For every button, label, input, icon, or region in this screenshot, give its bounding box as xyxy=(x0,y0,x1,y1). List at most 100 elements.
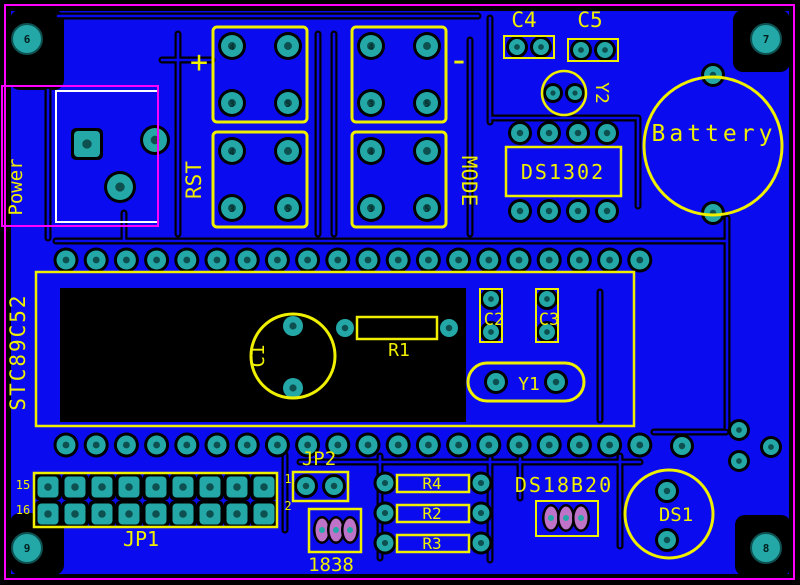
round-pad[interactable] xyxy=(437,316,461,340)
button-minus-outline[interactable] xyxy=(350,25,448,124)
square-pad[interactable] xyxy=(196,473,224,501)
round-pad[interactable] xyxy=(530,36,552,58)
round-pad[interactable] xyxy=(595,121,619,145)
round-pad[interactable] xyxy=(174,247,200,273)
round-pad[interactable] xyxy=(446,247,472,273)
round-pad[interactable] xyxy=(174,432,200,458)
round-pad[interactable] xyxy=(469,471,493,495)
round-pad[interactable] xyxy=(295,247,321,273)
round-pad[interactable] xyxy=(218,32,246,60)
round-pad[interactable] xyxy=(274,89,302,117)
round-pad[interactable] xyxy=(322,474,346,498)
round-pad[interactable] xyxy=(536,321,558,343)
round-pad[interactable] xyxy=(597,432,623,458)
round-pad[interactable] xyxy=(53,247,79,273)
round-pad[interactable] xyxy=(294,474,318,498)
round-pad[interactable] xyxy=(274,32,302,60)
round-pad[interactable] xyxy=(204,432,230,458)
round-pad[interactable] xyxy=(144,247,170,273)
mounting-hole-7[interactable]: 7 xyxy=(750,23,782,55)
round-pad[interactable] xyxy=(537,121,561,145)
square-pad[interactable] xyxy=(115,500,143,528)
round-pad[interactable] xyxy=(506,36,528,58)
round-pad[interactable] xyxy=(476,432,502,458)
round-pad[interactable] xyxy=(728,450,750,472)
round-pad[interactable] xyxy=(760,436,782,458)
round-pad[interactable] xyxy=(264,247,290,273)
oval-pad[interactable] xyxy=(572,504,590,532)
mounting-hole-6[interactable]: 6 xyxy=(11,23,43,55)
square-pad[interactable] xyxy=(71,128,103,160)
round-pad[interactable] xyxy=(83,432,109,458)
c1-outline[interactable] xyxy=(249,312,337,400)
round-pad[interactable] xyxy=(627,247,653,273)
round-pad[interactable] xyxy=(385,432,411,458)
c4-outline[interactable] xyxy=(503,35,555,59)
round-pad[interactable] xyxy=(594,39,616,61)
square-pad[interactable] xyxy=(115,473,143,501)
round-pad[interactable] xyxy=(480,288,502,310)
round-pad[interactable] xyxy=(480,321,502,343)
square-pad[interactable] xyxy=(88,500,116,528)
square-pad[interactable] xyxy=(250,473,278,501)
round-pad[interactable] xyxy=(413,194,441,222)
round-pad[interactable] xyxy=(469,501,493,525)
r4-outline[interactable] xyxy=(395,473,471,494)
round-pad[interactable] xyxy=(413,137,441,165)
r3-outline[interactable] xyxy=(395,533,471,554)
square-pad[interactable] xyxy=(142,473,170,501)
round-pad[interactable] xyxy=(325,432,351,458)
ir1838-outline[interactable] xyxy=(307,507,363,554)
round-pad[interactable] xyxy=(655,528,679,552)
jp1-outline[interactable] xyxy=(32,471,279,529)
round-pad[interactable] xyxy=(506,247,532,273)
square-pad[interactable] xyxy=(223,500,251,528)
mounting-hole-8[interactable]: 8 xyxy=(750,532,782,564)
button-mode-outline[interactable] xyxy=(350,130,448,229)
round-pad[interactable] xyxy=(566,247,592,273)
square-pad[interactable] xyxy=(169,500,197,528)
round-pad[interactable] xyxy=(701,201,725,225)
square-pad[interactable] xyxy=(250,500,278,528)
square-pad[interactable] xyxy=(61,473,89,501)
round-pad[interactable] xyxy=(536,432,562,458)
round-pad[interactable] xyxy=(595,199,619,223)
c2-outline[interactable] xyxy=(479,288,503,343)
round-pad[interactable] xyxy=(83,247,109,273)
round-pad[interactable] xyxy=(385,247,411,273)
round-pad[interactable] xyxy=(566,432,592,458)
square-pad[interactable] xyxy=(34,473,62,501)
round-pad[interactable] xyxy=(274,137,302,165)
round-pad[interactable] xyxy=(484,370,508,394)
round-pad[interactable] xyxy=(218,89,246,117)
round-pad[interactable] xyxy=(355,432,381,458)
round-pad[interactable] xyxy=(536,247,562,273)
oval-pad[interactable] xyxy=(341,516,359,544)
ds1302-outline[interactable] xyxy=(504,145,623,198)
round-pad[interactable] xyxy=(280,375,306,401)
square-pad[interactable] xyxy=(142,500,170,528)
round-pad[interactable] xyxy=(415,432,441,458)
button-plus-outline[interactable] xyxy=(211,25,309,124)
round-pad[interactable] xyxy=(469,531,493,555)
round-pad[interactable] xyxy=(357,89,385,117)
c3-outline[interactable] xyxy=(535,288,559,343)
round-pad[interactable] xyxy=(508,199,532,223)
round-pad[interactable] xyxy=(446,432,472,458)
square-pad[interactable] xyxy=(196,500,224,528)
round-pad[interactable] xyxy=(476,247,502,273)
square-pad[interactable] xyxy=(34,500,62,528)
round-pad[interactable] xyxy=(357,137,385,165)
round-pad[interactable] xyxy=(218,137,246,165)
round-pad[interactable] xyxy=(373,471,397,495)
ds18b20-outline[interactable] xyxy=(535,500,599,537)
mounting-hole-9[interactable]: 9 xyxy=(11,532,43,564)
round-pad[interactable] xyxy=(413,32,441,60)
round-pad[interactable] xyxy=(373,501,397,525)
y1-outline[interactable] xyxy=(466,361,586,403)
round-pad[interactable] xyxy=(325,247,351,273)
round-pad[interactable] xyxy=(566,121,590,145)
round-pad[interactable] xyxy=(544,370,568,394)
button-rst-outline[interactable] xyxy=(211,130,309,229)
round-pad[interactable] xyxy=(53,432,79,458)
